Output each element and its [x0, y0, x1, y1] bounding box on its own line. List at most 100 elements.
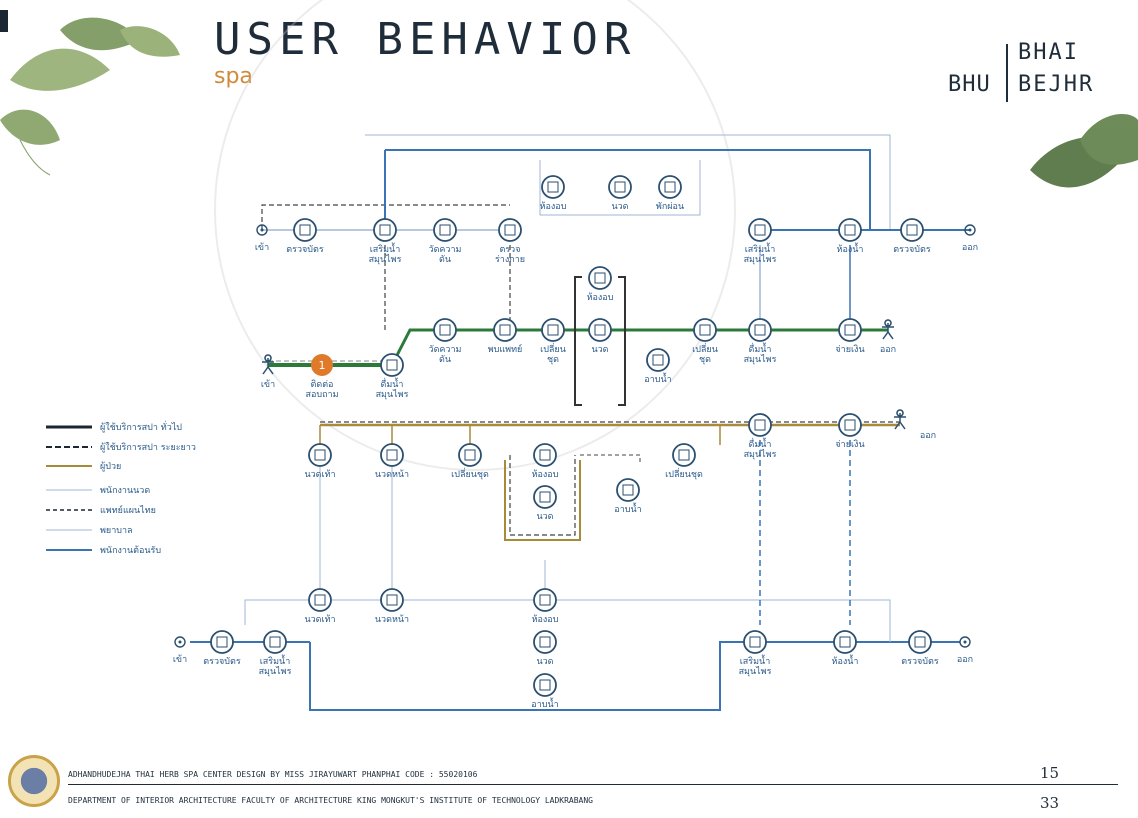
station-icon — [838, 318, 862, 342]
main-label: ติดต่อสอบถาม — [305, 379, 338, 400]
station-glyph — [539, 679, 551, 691]
bottom-label: นวดหน้า — [375, 614, 409, 625]
station-icon — [210, 630, 234, 654]
station-icon — [838, 218, 862, 242]
brand-top: BHAI — [1018, 40, 1079, 65]
top_right-node: เสริมน้ำสมุนไพร — [744, 218, 777, 265]
top_left-node: วัดความดัน — [429, 218, 462, 265]
top_icons-node: นวด — [608, 175, 632, 212]
bottom-node: นวด — [533, 630, 557, 667]
station-icon — [541, 175, 565, 199]
third-node: เปลี่ยนชุด — [665, 443, 703, 480]
top_left-node: เข้า — [255, 224, 269, 253]
station-glyph — [499, 324, 511, 336]
station-icon — [533, 630, 557, 654]
main-label: เปลี่ยนชุด — [540, 342, 566, 365]
station-glyph — [664, 181, 676, 193]
station-glyph — [299, 224, 311, 236]
station-icon — [533, 673, 557, 697]
page-number-section: 15 — [1040, 764, 1060, 782]
person-icon — [882, 319, 894, 340]
top_left-node: ตรวจบัตร — [286, 218, 324, 255]
third-label: เปลี่ยนชุด — [665, 467, 703, 480]
station-icon — [493, 318, 517, 342]
bottom-node: นวดเท้า — [304, 588, 336, 625]
start-marker-number: 1 — [319, 359, 326, 372]
station-glyph — [379, 224, 391, 236]
station-glyph — [754, 419, 766, 431]
top_left-node: ตรวจร่างกาย — [495, 218, 525, 265]
legend-item: ผู้ป่วย — [100, 461, 121, 472]
station-icon — [308, 443, 332, 467]
station-glyph — [439, 224, 451, 236]
third-label: ออก — [920, 431, 936, 441]
station-icon — [693, 318, 717, 342]
station-icon — [646, 348, 670, 372]
bottom-label: ห้องน้ำ — [832, 654, 859, 667]
station-glyph — [754, 224, 766, 236]
entry-icon — [256, 224, 268, 236]
station-glyph — [504, 224, 516, 236]
bottom-node: เสริมน้ำสมุนไพร — [739, 630, 772, 677]
station-glyph — [594, 324, 606, 336]
third-label: เปลี่ยนชุด — [451, 467, 489, 480]
station-glyph — [216, 636, 228, 648]
station-glyph — [439, 324, 451, 336]
main-node: ออก — [880, 319, 896, 355]
station-glyph — [539, 594, 551, 606]
station-icon — [533, 485, 557, 509]
main-node: เข้า — [261, 354, 275, 390]
legend-item: ผู้ใช้บริการสปา ระยะยาว — [100, 442, 196, 453]
legend-item: แพทย์แผนไทย — [100, 504, 156, 516]
station-icon — [293, 218, 317, 242]
station-glyph — [539, 636, 551, 648]
station-glyph — [547, 324, 559, 336]
main-label: เข้า — [261, 379, 275, 390]
top_right-node: ห้องน้ำ — [837, 218, 863, 255]
entry-dot — [260, 228, 264, 232]
brand-logo: BHAI BHU BEJHR — [948, 40, 1098, 130]
station-icon — [263, 630, 287, 654]
third-node: ดื่มน้ำสมุนไพร — [744, 413, 777, 460]
bottom-label: เสริมน้ำสมุนไพร — [259, 654, 292, 677]
station-icon — [533, 443, 557, 467]
footer-department-line: DEPARTMENT OF INTERIOR ARCHITECTURE FACU… — [68, 796, 593, 805]
station-glyph — [906, 224, 918, 236]
station-icon — [380, 443, 404, 467]
station-glyph — [386, 359, 398, 371]
third-label: นวดหน้า — [375, 469, 409, 480]
bottom-node: ห้องน้ำ — [832, 630, 859, 667]
main-label: นวด — [591, 345, 608, 355]
third-node: ห้องอบ — [532, 443, 559, 480]
bottom-node: ออก — [957, 636, 973, 665]
third-label: ดื่มน้ำสมุนไพร — [744, 437, 777, 460]
station-glyph — [844, 224, 856, 236]
bottom-node: ตรวจบัตร — [203, 630, 241, 667]
station-icon — [380, 353, 404, 377]
leaf-decoration-right — [1030, 114, 1138, 188]
top_icons-node: พักผ่อน — [656, 175, 684, 212]
station-icon — [433, 218, 457, 242]
legend-item: พยาบาล — [100, 526, 133, 536]
main-label: เปลี่ยนชุด — [692, 342, 718, 365]
legend-item: พนักงานนวด — [100, 486, 150, 496]
station-glyph — [749, 636, 761, 648]
bottom-label: อาบน้ำ — [531, 697, 558, 710]
entry-icon — [174, 636, 186, 648]
station-glyph — [464, 449, 476, 461]
bottom-label: ตรวจบัตร — [203, 657, 241, 667]
main-node: เปลี่ยนชุด — [692, 318, 718, 365]
top_icons-label: พักผ่อน — [656, 202, 684, 212]
footer-divider — [68, 784, 1118, 785]
corner-block — [0, 10, 8, 32]
third-node: เปลี่ยนชุด — [451, 443, 489, 480]
station-icon — [900, 218, 924, 242]
person-icon — [262, 354, 274, 375]
bottom-label: นวด — [536, 657, 553, 667]
station-icon — [658, 175, 682, 199]
bottom-label: ออก — [957, 655, 973, 665]
top_icons-label: ห้องอบ — [540, 201, 567, 212]
main-label: ห้องอบ — [587, 292, 614, 303]
bottom-label: เข้า — [173, 654, 187, 665]
